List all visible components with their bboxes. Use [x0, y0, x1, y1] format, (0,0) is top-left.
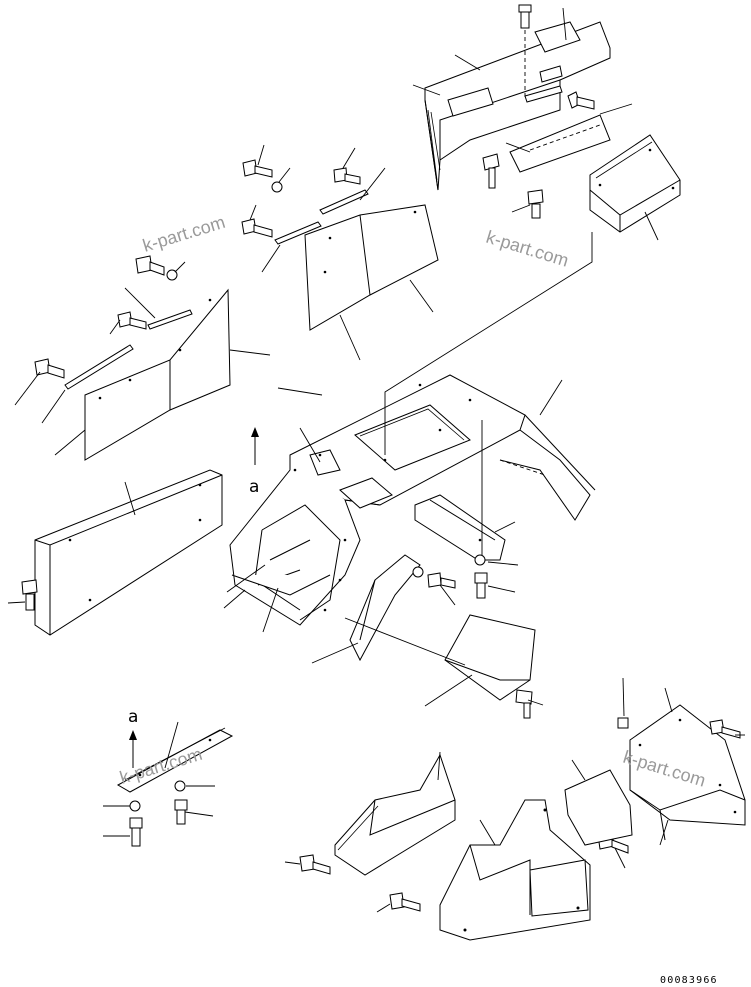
floor-plate	[444, 614, 536, 701]
watermark-3: k-part.com	[117, 744, 204, 788]
bracket-right-of-frame	[414, 494, 506, 561]
small-plate	[509, 114, 611, 173]
upper-bolt	[518, 4, 532, 100]
leader-lines	[7, 7, 745, 913]
view-arrow-upper	[251, 427, 259, 465]
right-lower-plate	[564, 769, 633, 846]
left-bolts	[34, 159, 361, 379]
bolt-lower-right	[527, 189, 544, 219]
long-side-cover	[34, 469, 223, 636]
upper-rear-cover	[424, 21, 611, 191]
side-panel-upper	[304, 204, 439, 331]
watermark-1: k-part.com	[140, 212, 227, 256]
retainer-strips	[64, 189, 369, 390]
bolt-far-left	[21, 579, 38, 611]
bolt-mid-right	[482, 153, 500, 189]
detail-a-rail	[116, 727, 234, 793]
battery-box-cover	[589, 134, 681, 233]
detail-a-hardware	[129, 780, 188, 847]
view-arrow-lower	[129, 730, 137, 768]
view-label-upper: a	[249, 477, 259, 497]
right-lower-cover	[629, 704, 746, 841]
lower-support-frame	[439, 799, 591, 941]
drawing-code: 00083966	[660, 975, 718, 986]
side-bolt-right	[567, 91, 595, 110]
vertical-brace	[349, 554, 421, 662]
frame-washer-bolts	[412, 554, 533, 719]
view-label-lower: a	[128, 707, 138, 727]
side-panel-lower	[84, 288, 231, 461]
watermark-2: k-part.com	[484, 227, 571, 271]
lower-mounting-bracket	[334, 753, 456, 876]
main-frame	[229, 374, 596, 626]
